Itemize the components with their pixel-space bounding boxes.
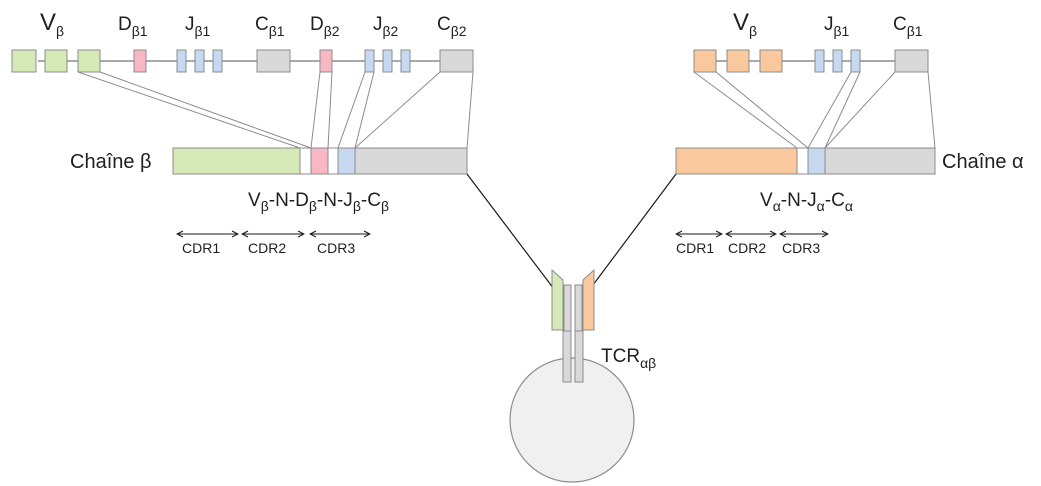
beta-chain-j-region [337,147,356,175]
t-cell [509,357,635,483]
tcr-beta-variable-domain [551,268,564,331]
v-alpha-segment [693,49,717,73]
tcr-receptor [551,268,595,383]
alpha-rearrangement-lines [693,71,936,149]
beta-j-join-line [337,71,366,149]
tcr-beta-constant-domain [563,284,572,332]
alpha-chain [675,147,936,175]
beta-chain-d-region [310,147,329,175]
beta-rearrangement-lines [77,71,474,149]
v-beta-segment [77,49,101,73]
alpha-locus-labels: Vβ Jβ1 Cβ1 [733,9,923,39]
v-alpha-segment [759,49,783,73]
alpha-to-receptor-arrow [583,173,677,298]
v-alpha-segment [726,49,750,73]
beta-d-join-line [310,71,321,149]
beta-j-join-line [354,71,375,149]
alpha-j-join-line [824,71,861,149]
alpha-chain-v-region [675,147,798,175]
alpha-cdr1-label: CDR1 [676,240,714,256]
j-beta1-segment [176,49,187,73]
d-beta1-segment [133,49,147,73]
alpha-locus [693,49,929,73]
beta-cdr2-label: CDR2 [248,240,286,256]
beta-cdr3-label: CDR3 [317,240,355,256]
tcr-alpha-constant-domain [574,284,583,332]
beta-chain-formula: Vβ-N-Dβ-N-Jβ-Cβ [248,190,389,214]
label-c-alpha-locus: Cβ1 [893,14,923,39]
label-j-beta2: Jβ2 [373,14,399,39]
label-d-beta2: Dβ2 [310,14,340,39]
label-d-beta1: Dβ1 [118,14,148,39]
alpha-cdr3-label: CDR3 [782,240,820,256]
beta-chain-v-region [172,147,301,175]
alpha-chain-n-region [796,147,809,175]
v-beta-segment [11,49,37,73]
alpha-chain-label: Chaîne α [942,151,1024,173]
label-v-beta: Vβ [40,9,64,39]
alpha-c-join-line [927,71,936,149]
beta-v-join-line [99,71,312,149]
beta-c-join-line [354,71,441,149]
beta-chain-n2-region [327,147,339,175]
alpha-c-join-line [824,71,896,149]
label-j-beta1: Jβ1 [185,14,211,39]
v-beta-segment [44,49,68,73]
beta-locus [11,49,474,73]
label-c-beta1: Cβ1 [255,14,285,39]
beta-locus-labels: Vβ Dβ1 Jβ1 Cβ1 Dβ2 Jβ2 Cβ2 [40,9,467,39]
alpha-chain-formula: Vα-N-Jα-Cα [760,190,853,214]
alpha-j-join-line [807,71,852,149]
alpha-cdr-markers: CDR1 CDR2 CDR3 [676,234,828,256]
tcr-label: TCRαβ [601,346,656,371]
j-alpha-segment [850,49,861,73]
beta-cdr1-label: CDR1 [182,240,220,256]
beta-to-receptor-arrow [466,173,561,298]
j-beta2-segment [382,49,393,73]
j-beta2-segment [364,49,375,73]
c-alpha-segment [894,49,929,73]
beta-cdr-markers: CDR1 CDR2 CDR3 [177,234,370,256]
tcr-alpha-stalk [574,329,584,383]
j-alpha-segment [814,49,825,73]
alpha-chain-j-region [807,147,826,175]
tcr-alpha-variable-domain [582,268,595,331]
beta-chain [172,147,468,175]
beta-chain-n1-region [299,147,312,175]
j-beta1-segment [194,49,205,73]
tcr-beta-stalk [562,329,572,383]
c-beta2-segment [439,49,474,73]
beta-v-join-line [77,71,301,149]
c-beta1-segment [256,49,291,73]
j-beta2-segment [400,49,411,73]
label-v-alpha-locus: Vβ [733,9,757,39]
beta-chain-label: Chaîne β [70,151,152,173]
label-j-alpha-locus: Jβ1 [824,14,850,39]
beta-d-join-line [327,71,333,149]
d-beta2-segment [319,49,333,73]
label-c-beta2: Cβ2 [437,14,467,39]
beta-chain-c-region [354,147,468,175]
alpha-cdr2-label: CDR2 [728,240,766,256]
j-beta1-segment [212,49,223,73]
alpha-v-join-line [715,71,809,149]
alpha-v-join-line [693,71,798,149]
j-alpha-segment [832,49,843,73]
alpha-chain-c-region [824,147,936,175]
beta-c-join-line [466,71,474,149]
